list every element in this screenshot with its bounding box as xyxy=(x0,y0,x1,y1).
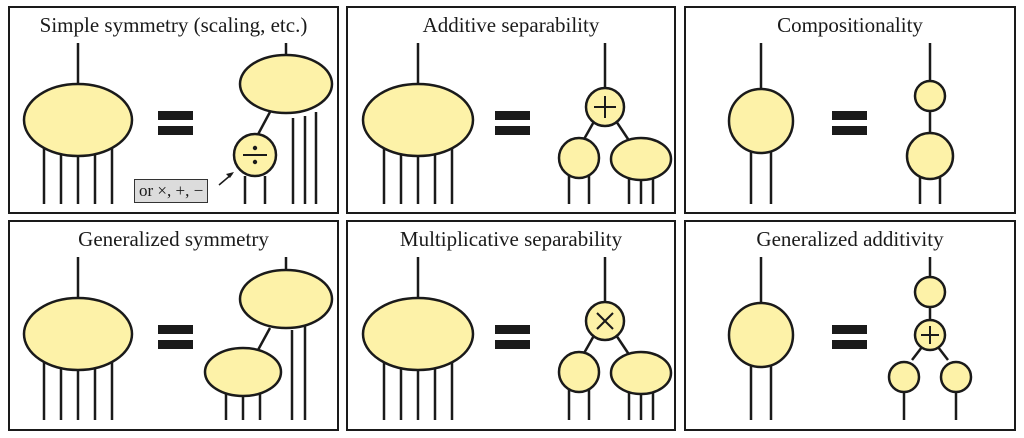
function-node xyxy=(238,268,334,330)
panel-title: Generalized symmetry xyxy=(78,227,269,251)
equals-sign xyxy=(832,111,867,120)
operator-annotation: or ×, +, − xyxy=(134,179,209,203)
diagram-multiplicative-separability xyxy=(361,257,673,420)
panel-title: Additive separability xyxy=(422,13,600,37)
function-node xyxy=(557,350,601,394)
equals-sign xyxy=(832,325,867,334)
function-node xyxy=(557,136,601,180)
function-node xyxy=(22,82,134,158)
equals-sign xyxy=(495,325,530,334)
panel-additive-separability: Additive separability xyxy=(346,6,676,214)
function-node xyxy=(727,301,795,369)
function-node xyxy=(609,136,673,182)
diagram-compositionality xyxy=(727,43,955,204)
function-node xyxy=(361,296,475,372)
function-node xyxy=(22,296,134,372)
panel-generalized-symmetry: Generalized symmetry xyxy=(8,220,339,431)
equals-sign xyxy=(158,325,193,334)
equals-sign xyxy=(495,111,530,120)
function-node xyxy=(203,346,283,398)
panel-title: Generalized additivity xyxy=(756,227,944,251)
function-node xyxy=(238,53,334,115)
panel-title: Simple symmetry (scaling, etc.) xyxy=(39,13,308,37)
function-node xyxy=(905,131,955,181)
panel-compositionality: Compositionality xyxy=(684,6,1016,214)
function-node xyxy=(609,350,673,396)
panel-simple-symmetry: Simple symmetry (scaling, etc.) or ×, +,… xyxy=(8,6,339,214)
function-node xyxy=(887,360,921,394)
function-node xyxy=(361,82,475,158)
panel-title: Multiplicative separability xyxy=(399,227,623,251)
diagram-simple-symmetry xyxy=(22,43,334,204)
function-node xyxy=(913,79,947,113)
equals-sign xyxy=(158,111,193,120)
diagram-generalized-symmetry xyxy=(22,257,334,420)
diagram-generalized-additivity xyxy=(727,257,973,420)
function-node xyxy=(727,87,795,155)
panel-title: Compositionality xyxy=(777,13,923,37)
diagram-additive-separability xyxy=(361,43,673,204)
function-node xyxy=(939,360,973,394)
function-node xyxy=(913,275,947,309)
panel-multiplicative-separability: Multiplicative separability xyxy=(346,220,676,431)
panel-generalized-additivity: Generalized additivity xyxy=(684,220,1016,431)
